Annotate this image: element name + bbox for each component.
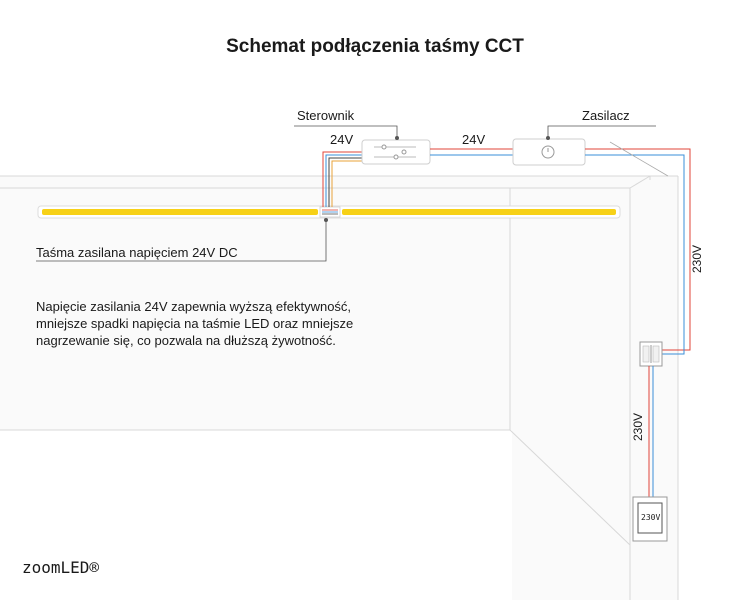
wall-switch: [639, 341, 663, 367]
wire-switch-to-outlet: [648, 366, 654, 497]
voltage-24v-mid-label: 24V: [462, 132, 486, 147]
power-supply-box: [512, 138, 586, 166]
wire-strip-to-controller: [322, 151, 362, 207]
info-note-line-3: nagrzewanie się, co pozwala na dłuższą ż…: [36, 333, 336, 348]
wire-psu-to-switch: [585, 148, 691, 355]
voltage-230v-lower-label: 230V: [631, 412, 646, 442]
room-walls: [0, 175, 679, 600]
wire-controller-to-psu: [430, 148, 513, 156]
mains-outlet-box: [632, 496, 668, 542]
power-supply-label: Zasilacz: [582, 108, 630, 123]
voltage-24v-left-label: 24V: [330, 132, 354, 147]
strip-caption: Taśma zasilana napięciem 24V DC: [36, 245, 238, 260]
led-segment-left: [42, 209, 318, 215]
controller-label: Sterownik: [297, 108, 355, 123]
info-note: Napięcie zasilania 24V zapewnia wyższą e…: [36, 298, 406, 349]
leader-lines: [36, 125, 669, 262]
outlet-voltage-label: 230V: [641, 513, 661, 522]
diagram-title: Schemat podłączenia taśmy CCT: [226, 36, 524, 57]
led-strip: [37, 205, 621, 219]
info-note-line-2: mniejsze spadki napięcia na taśmie LED o…: [36, 316, 354, 331]
info-note-line-1: Napięcie zasilania 24V zapewnia wyższą e…: [36, 299, 352, 314]
controller-box: [361, 139, 431, 165]
voltage-230v-right-label: 230V: [690, 244, 705, 274]
led-segment-right: [342, 209, 616, 215]
brand-logo: zoomLED®: [22, 558, 100, 577]
